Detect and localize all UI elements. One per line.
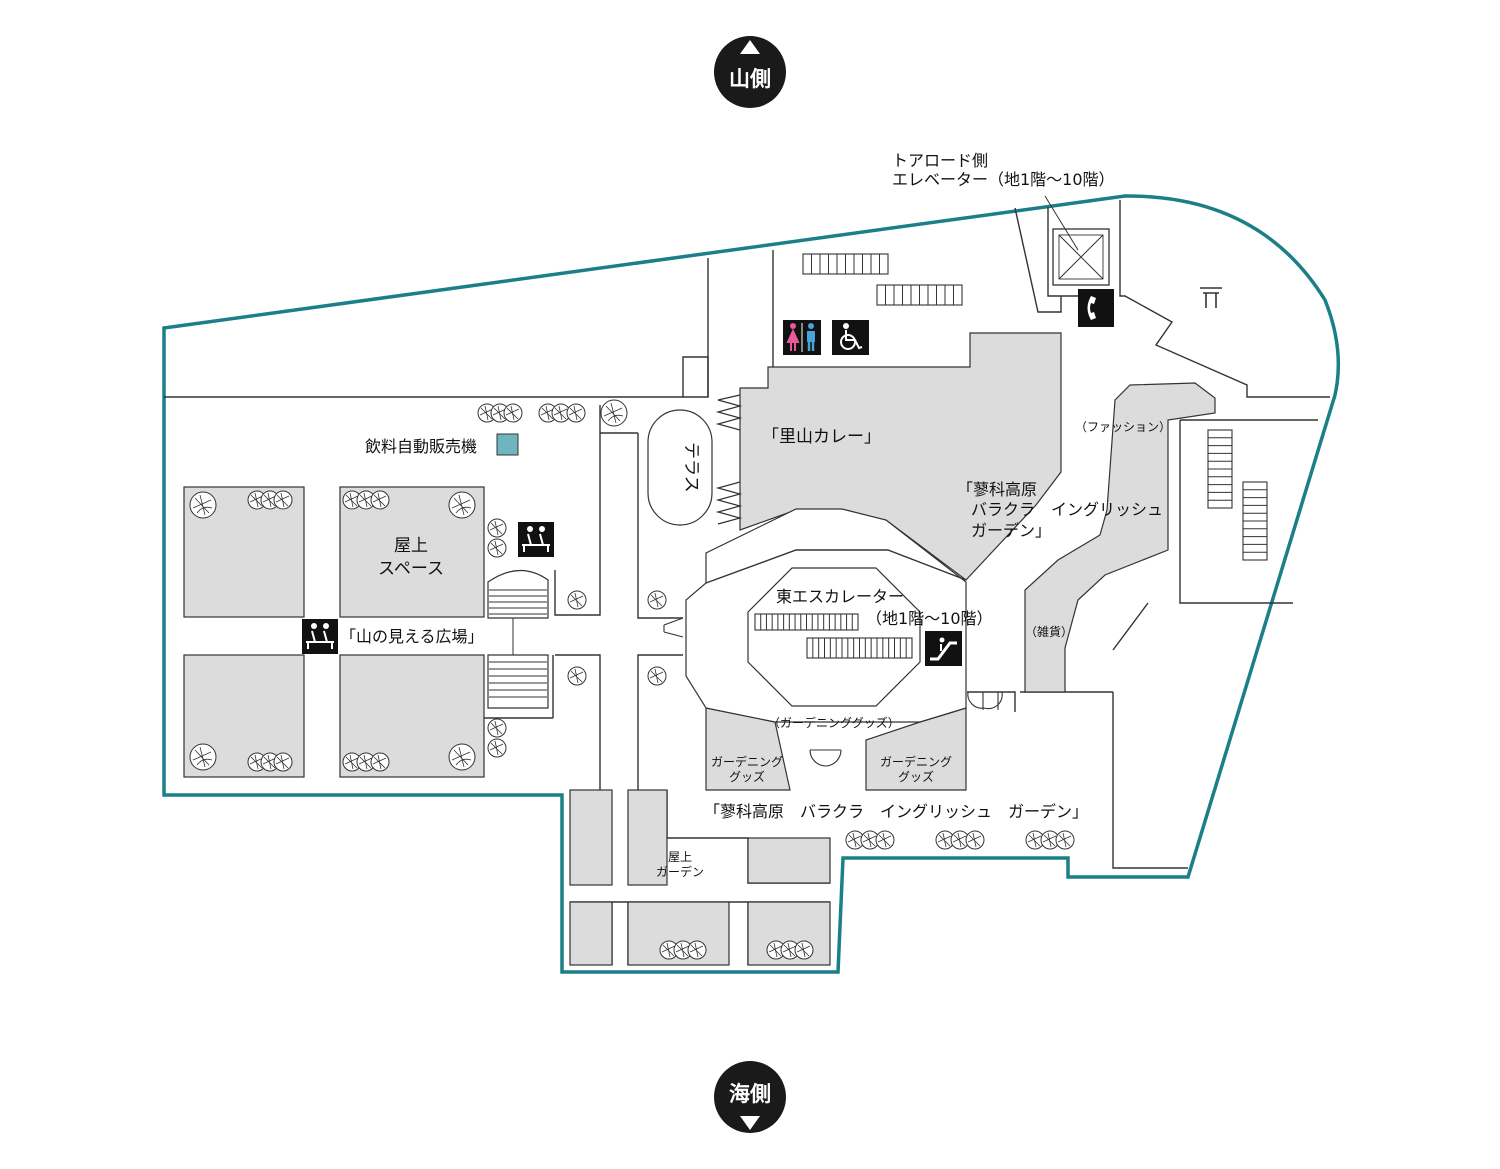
fashion-label: （ファッション） xyxy=(1075,420,1171,434)
plant-icon xyxy=(487,518,507,538)
gardening-left-label-2: グッズ xyxy=(729,769,765,784)
gardening-right-label-2: グッズ xyxy=(898,769,934,784)
escalator-inner xyxy=(747,567,921,707)
escalator-treads xyxy=(754,613,913,659)
rooftop-garden-label-2: ガーデン xyxy=(656,864,704,879)
plant-icon xyxy=(794,940,814,960)
gardening-left-label-1: ガーデニング xyxy=(711,754,783,769)
plant-icon xyxy=(965,830,985,850)
rooftop-garden-boxes xyxy=(569,789,831,966)
plant-icon xyxy=(448,743,476,771)
rails xyxy=(802,253,1268,561)
doors xyxy=(663,617,1003,767)
plant-icon xyxy=(1055,830,1075,850)
plant-icon xyxy=(448,491,476,519)
plant-icon xyxy=(189,491,217,519)
plant-icon xyxy=(503,403,523,423)
internal-walls xyxy=(164,200,1330,965)
satoyama-curry-label: 「里山カレー」 xyxy=(762,427,881,447)
railing xyxy=(1207,429,1233,509)
escalator-ring xyxy=(705,549,967,584)
vending-machine-icon xyxy=(496,433,519,456)
railing xyxy=(754,613,859,631)
restroom-icon xyxy=(783,320,821,355)
tateshina-label-3: ガーデン」 xyxy=(971,521,1051,540)
plant-icon xyxy=(487,718,507,738)
zigzag-wall xyxy=(715,394,743,525)
compass-south: 海側 xyxy=(714,1061,786,1133)
railing xyxy=(876,284,963,306)
escalator-icon xyxy=(925,631,962,666)
compass-north: 山側 xyxy=(714,36,786,108)
gardening-right-label-1: ガーデニング xyxy=(880,754,952,769)
escalator-label-2: （地1階～10階） xyxy=(866,609,993,628)
railing xyxy=(806,637,913,659)
building-outline xyxy=(162,194,1341,974)
plant-icon xyxy=(370,490,390,510)
north-label: 山側 xyxy=(729,67,771,91)
terrace-label: テラス xyxy=(681,442,701,493)
zakka-label: （雑貨） xyxy=(1025,624,1073,639)
plant-icon xyxy=(487,738,507,758)
railing xyxy=(802,253,889,275)
elevator-label-2: エレベーター（地1階～10階） xyxy=(892,170,1115,189)
plant-icon xyxy=(600,399,628,427)
plant-icon xyxy=(875,830,895,850)
tateshina-full-label: 「蓼科高原 バラクラ イングリッシュ ガーデン」 xyxy=(704,802,1088,821)
tateshina-label-1: 「蓼科高原 xyxy=(957,480,1037,499)
south-label: 海側 xyxy=(729,1082,771,1106)
plant-icon xyxy=(687,940,707,960)
terrace xyxy=(647,409,713,526)
plant-icon xyxy=(487,538,507,558)
plant-icon xyxy=(647,590,667,610)
plant-icon xyxy=(370,752,390,772)
plant-icon xyxy=(647,666,667,686)
plant-icon xyxy=(273,490,293,510)
bench-icon xyxy=(302,619,338,654)
plant-icon xyxy=(189,743,217,771)
elevator-label-1: トアロード側 xyxy=(892,151,988,170)
vending-label: 飲料自動販売機 xyxy=(365,437,477,456)
rooftop-space-label-1: 屋上 xyxy=(394,536,428,556)
rooftop-space-label-2: スペース xyxy=(378,559,444,579)
elevator xyxy=(1052,228,1110,286)
tateshina-label-2: バラクラ イングリッシュ xyxy=(971,500,1163,519)
wheelchair-icon xyxy=(832,320,869,355)
bench-icon xyxy=(518,522,554,557)
fashion-zakka-area xyxy=(1024,382,1216,693)
plant-icon xyxy=(567,666,587,686)
telephone-icon xyxy=(1078,289,1114,327)
plant-icon xyxy=(273,752,293,772)
yama-hiroba-label: 「山の見える広場」 xyxy=(340,627,484,646)
gardening-goods-label: （ガーデニンググッズ） xyxy=(768,715,900,730)
rooftop-garden-label-1: 屋上 xyxy=(668,850,692,864)
stairs-left xyxy=(487,569,549,709)
shrine-icon xyxy=(1200,287,1222,308)
plant-icon xyxy=(567,590,587,610)
escalator-label-1: 東エスカレーター xyxy=(776,587,904,606)
plant-icon xyxy=(566,403,586,423)
railing xyxy=(1242,481,1268,561)
